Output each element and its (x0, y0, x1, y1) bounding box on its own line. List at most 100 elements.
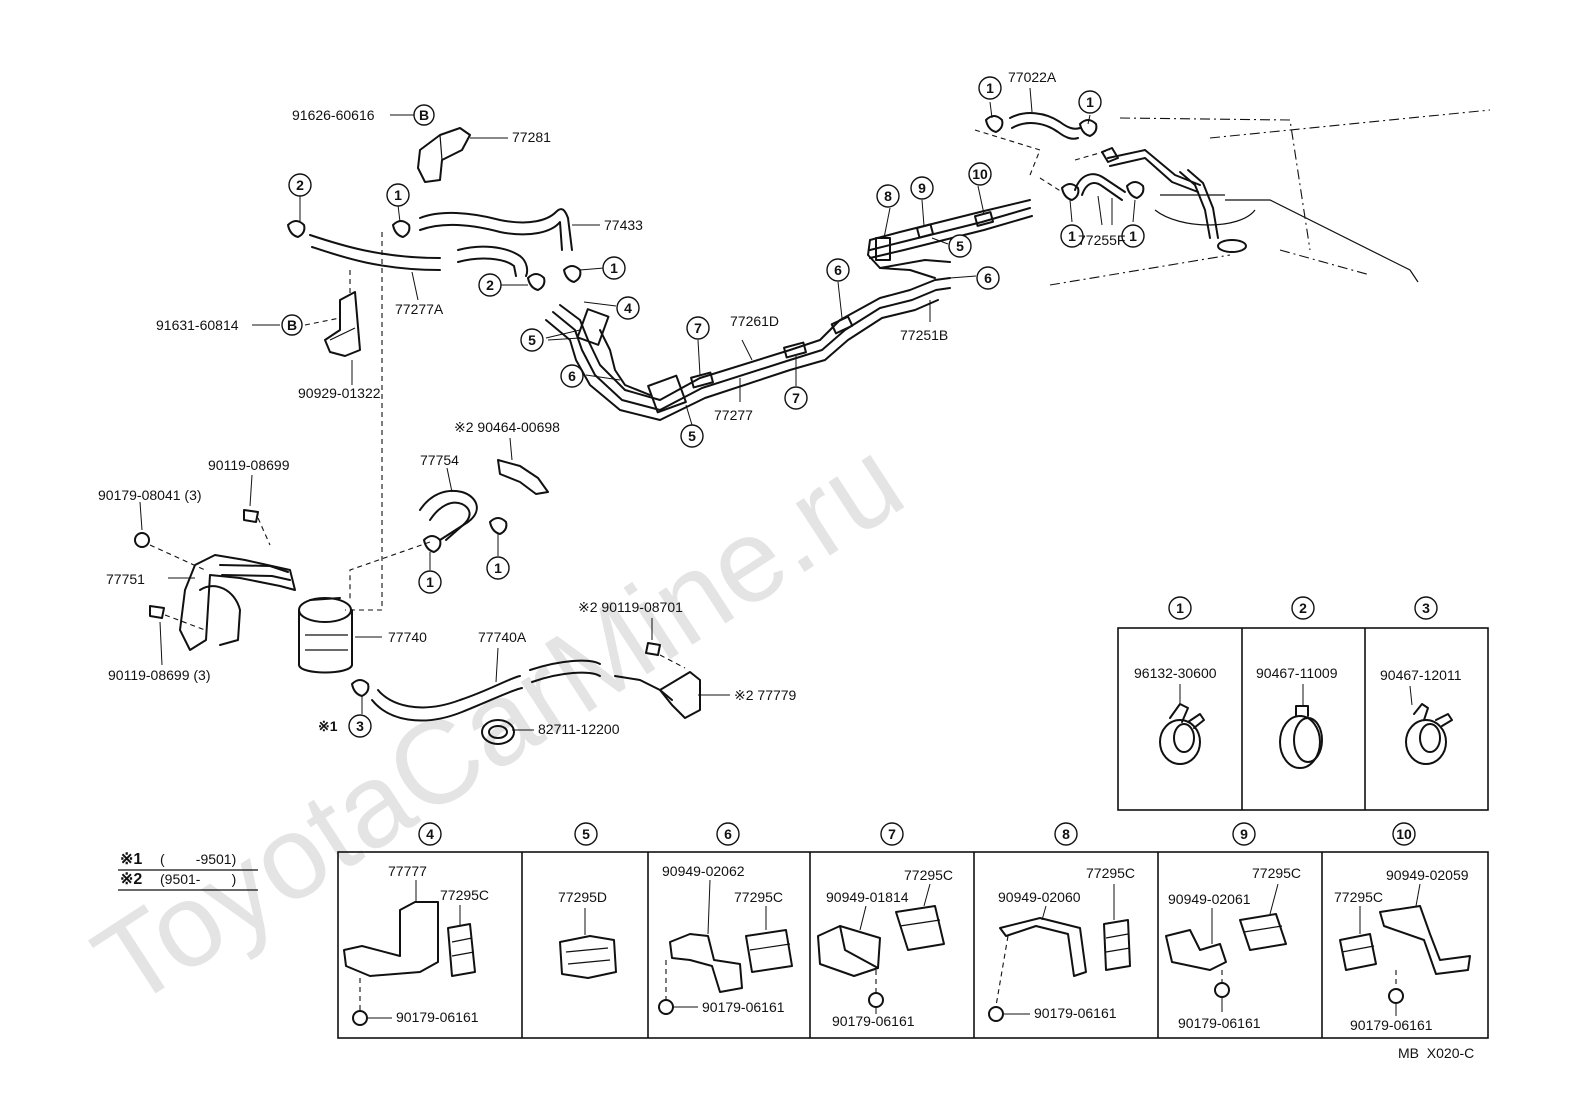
panel-callout-7: 7 (880, 822, 904, 846)
callout-1: 1 (1078, 90, 1102, 114)
label-77277A: 77277A (395, 301, 444, 317)
callout-6: 6 (826, 258, 850, 282)
label-77255F: 77255F (1078, 232, 1125, 248)
b6-part-a: 90949-02062 (662, 863, 745, 879)
canister-77740 (298, 597, 353, 674)
svg-text:6: 6 (568, 368, 576, 384)
clamp-panel-callout-2: 2 (1291, 596, 1315, 620)
svg-text:3: 3 (1422, 600, 1430, 616)
hose-77754 (419, 490, 478, 541)
clamp-panel: 1 2 3 96132-30600 90467-11009 90467-1201… (1117, 596, 1489, 811)
hose-77277A (309, 234, 529, 277)
legend-note1-range: ( -9501) (160, 851, 236, 867)
callout-5: 5 (680, 424, 704, 448)
clamp-1-part: 96132-30600 (1134, 665, 1217, 681)
svg-text:1: 1 (394, 187, 402, 203)
tank-connection (1107, 149, 1419, 283)
callout-8: 8 (876, 184, 900, 208)
svg-text:1: 1 (610, 260, 618, 276)
label-90119-08701: ※2 90119-08701 (578, 599, 683, 615)
clamp-panel-callout-3: 3 (1414, 596, 1438, 620)
b7-part-c: 90179-06161 (832, 1013, 915, 1029)
callout-6: 6 (976, 266, 1000, 290)
label-77751: 77751 (106, 571, 145, 587)
svg-text:7: 7 (888, 826, 896, 842)
b6-part-b: 77295C (734, 889, 783, 905)
b8-part-c: 90179-06161 (1034, 1005, 1117, 1021)
hose-77740A (371, 659, 673, 722)
bracket-90929 (324, 291, 361, 357)
callout-1: 1 (486, 556, 510, 580)
svg-text:5: 5 (956, 238, 964, 254)
label-82711-12200: 82711-12200 (538, 721, 620, 737)
panel-callout-6: 6 (716, 822, 740, 846)
callout-5: 5 (948, 234, 972, 258)
bracket-77751 (179, 554, 296, 651)
callout-1: 1 (1060, 224, 1084, 248)
svg-text:5: 5 (582, 826, 590, 842)
svg-text:6: 6 (724, 826, 732, 842)
callout-B: B (281, 314, 303, 336)
svg-text:3: 3 (356, 718, 364, 734)
b7-part-a: 77295C (904, 867, 953, 883)
callout-4: 4 (616, 296, 640, 320)
callout-circles: 1 2 2 1 4 5 6 7 5 7 6 8 9 10 5 6 1 1 1 1… (281, 76, 1145, 738)
clamp-panel-callout-1: 1 (1168, 596, 1192, 620)
svg-text:1: 1 (1129, 228, 1137, 244)
svg-text:8: 8 (884, 188, 892, 204)
svg-text:6: 6 (834, 262, 842, 278)
hose-77433 (419, 208, 573, 251)
svg-text:9: 9 (918, 180, 926, 196)
callout-B: B (413, 104, 435, 126)
callout-5: 5 (520, 328, 544, 352)
hose-77022A (1009, 112, 1081, 140)
svg-text:8: 8 (1062, 826, 1070, 842)
svg-text:1: 1 (494, 560, 502, 576)
fuel-line-bundle (545, 199, 1033, 421)
callout-7: 7 (686, 316, 710, 340)
clamp-3-drawing (1405, 703, 1453, 765)
label-77433: 77433 (604, 217, 643, 233)
b10-part-a: 90949-02059 (1386, 867, 1469, 883)
b10-part-c: 90179-06161 (1350, 1017, 1433, 1033)
panel-callout-10: 10 (1392, 822, 1416, 846)
panel-callout-8: 8 (1054, 822, 1078, 846)
legend-note2-mark: ※2 (120, 871, 142, 888)
callout-1: 1 (386, 183, 410, 207)
svg-text:2: 2 (486, 277, 494, 293)
svg-text:1: 1 (1068, 228, 1076, 244)
label-90464-00698: ※2 90464-00698 (454, 419, 560, 435)
svg-text:7: 7 (792, 390, 800, 406)
bracket-77779 (659, 671, 701, 719)
hose-77255F (1074, 173, 1126, 201)
svg-text:4: 4 (426, 826, 434, 842)
svg-text:1: 1 (426, 574, 434, 590)
callout-3: 3 (348, 714, 372, 738)
panel-callout-9: 9 (1232, 822, 1256, 846)
callout-1: 1 (418, 570, 442, 594)
svg-text:9: 9 (1240, 826, 1248, 842)
label-77740A: 77740A (478, 629, 527, 645)
label-77261D: 77261D (730, 313, 779, 329)
clamp-2-drawing (1279, 705, 1323, 769)
label-91626-60616: 91626-60616 (292, 107, 375, 123)
label-91631-60814: 91631-60814 (156, 317, 239, 333)
clamp-1-drawing (1159, 703, 1205, 765)
callout-2: 2 (288, 173, 312, 197)
bolts (134, 509, 661, 656)
svg-text:5: 5 (528, 332, 536, 348)
svg-text:B: B (419, 107, 429, 123)
label-77754: 77754 (420, 452, 459, 468)
label-90119-08699: 90119-08699 (208, 457, 290, 473)
b9-part-b: 90949-02061 (1168, 891, 1251, 907)
clamp-3-part: 90467-12011 (1380, 667, 1462, 683)
bracket-panel: 4 5 6 7 8 9 10 77777 77295C 90179-06161 … (337, 822, 1489, 1039)
watermark: ToyotaCarMine.ru (72, 414, 925, 1032)
callout-6: 6 (560, 364, 584, 388)
b4-part-c: 90179-06161 (396, 1009, 479, 1025)
svg-text:1: 1 (1176, 600, 1184, 616)
b10-part-b: 77295C (1334, 889, 1383, 905)
b5-part-a: 77295D (558, 889, 607, 905)
